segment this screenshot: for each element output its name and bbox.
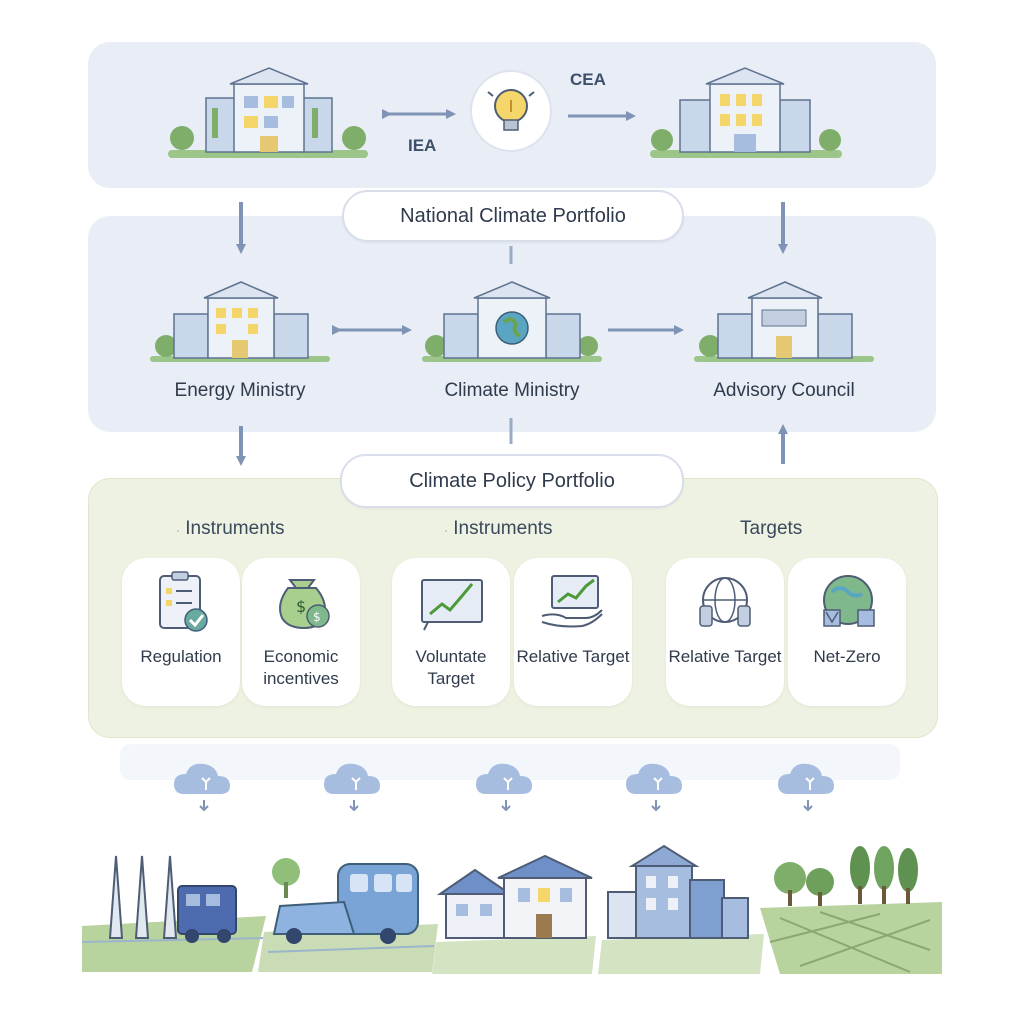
- cloud-download-icon: [626, 763, 682, 812]
- earth-icon: [823, 575, 875, 627]
- cloud-download-icon: [778, 763, 834, 812]
- forest-icon: [760, 846, 942, 974]
- cloud-download-icon: [476, 763, 532, 812]
- hand-chart-icon: [541, 575, 603, 628]
- cloud-download-icon: [174, 763, 230, 812]
- card-regulation[interactable]: Regulation: [122, 558, 240, 706]
- card-voluntary-target[interactable]: Voluntate Target: [392, 558, 510, 706]
- lightbulb-icon: [487, 89, 535, 131]
- cloud-download-icon: [324, 763, 380, 812]
- card-relative-target-2-label: Relative Target: [668, 647, 782, 666]
- card-economic-incentives[interactable]: $ $ Economic incentives: [242, 558, 360, 706]
- card-relative-target[interactable]: Relative Target: [514, 558, 632, 706]
- climate-ministry-label: Climate Ministry: [444, 380, 580, 401]
- card-net-zero-label: Net-Zero: [813, 647, 881, 666]
- national-portfolio-pill: National Climate Portfolio: [342, 190, 684, 242]
- advisory-council-label: Advisory Council: [713, 380, 855, 401]
- svg-text:$: $: [313, 610, 321, 624]
- section-header-instruments-2-label: Instruments: [453, 518, 553, 539]
- energy-ministry-building-icon: [150, 281, 330, 362]
- clipboard-check-icon: [159, 571, 208, 632]
- houses-icon: [432, 854, 596, 974]
- climate-ministry-building-icon: [422, 281, 602, 362]
- card-economic-incentives-label: Economic incentives: [263, 647, 339, 688]
- transport-icon: [258, 858, 438, 972]
- section-header-targets: Targets: [740, 518, 803, 539]
- cea-logo: CEA: [570, 70, 606, 89]
- government-building-icon: [168, 67, 368, 158]
- chart-board-icon: [421, 579, 483, 631]
- card-regulation-label: Regulation: [140, 647, 222, 666]
- idea-bulb-badge: [470, 70, 552, 152]
- energy-ministry-label: Energy Ministry: [174, 380, 306, 401]
- card-relative-target-2[interactable]: Relative Target: [666, 558, 784, 706]
- card-voluntary-target-label: Voluntate Target: [415, 647, 487, 688]
- power-plant-icon: [82, 855, 266, 972]
- card-relative-target-label: Relative Target: [516, 647, 630, 666]
- section-header-instruments-2: · Instruments: [444, 518, 553, 539]
- iea-logo: IEA: [408, 136, 437, 155]
- advisory-council-building-icon: [694, 281, 874, 362]
- svg-text:$: $: [296, 597, 306, 616]
- section-header-instruments: · Instruments: [176, 518, 285, 539]
- money-bag-icon: $ $: [279, 579, 330, 630]
- policy-portfolio-pill: Climate Policy Portfolio: [340, 454, 684, 508]
- globe-icon: [699, 577, 751, 627]
- government-building-icon: [650, 67, 842, 158]
- card-net-zero[interactable]: Net-Zero: [788, 558, 906, 706]
- section-header-instruments-label: Instruments: [185, 518, 285, 539]
- buildings-icon: [598, 844, 764, 974]
